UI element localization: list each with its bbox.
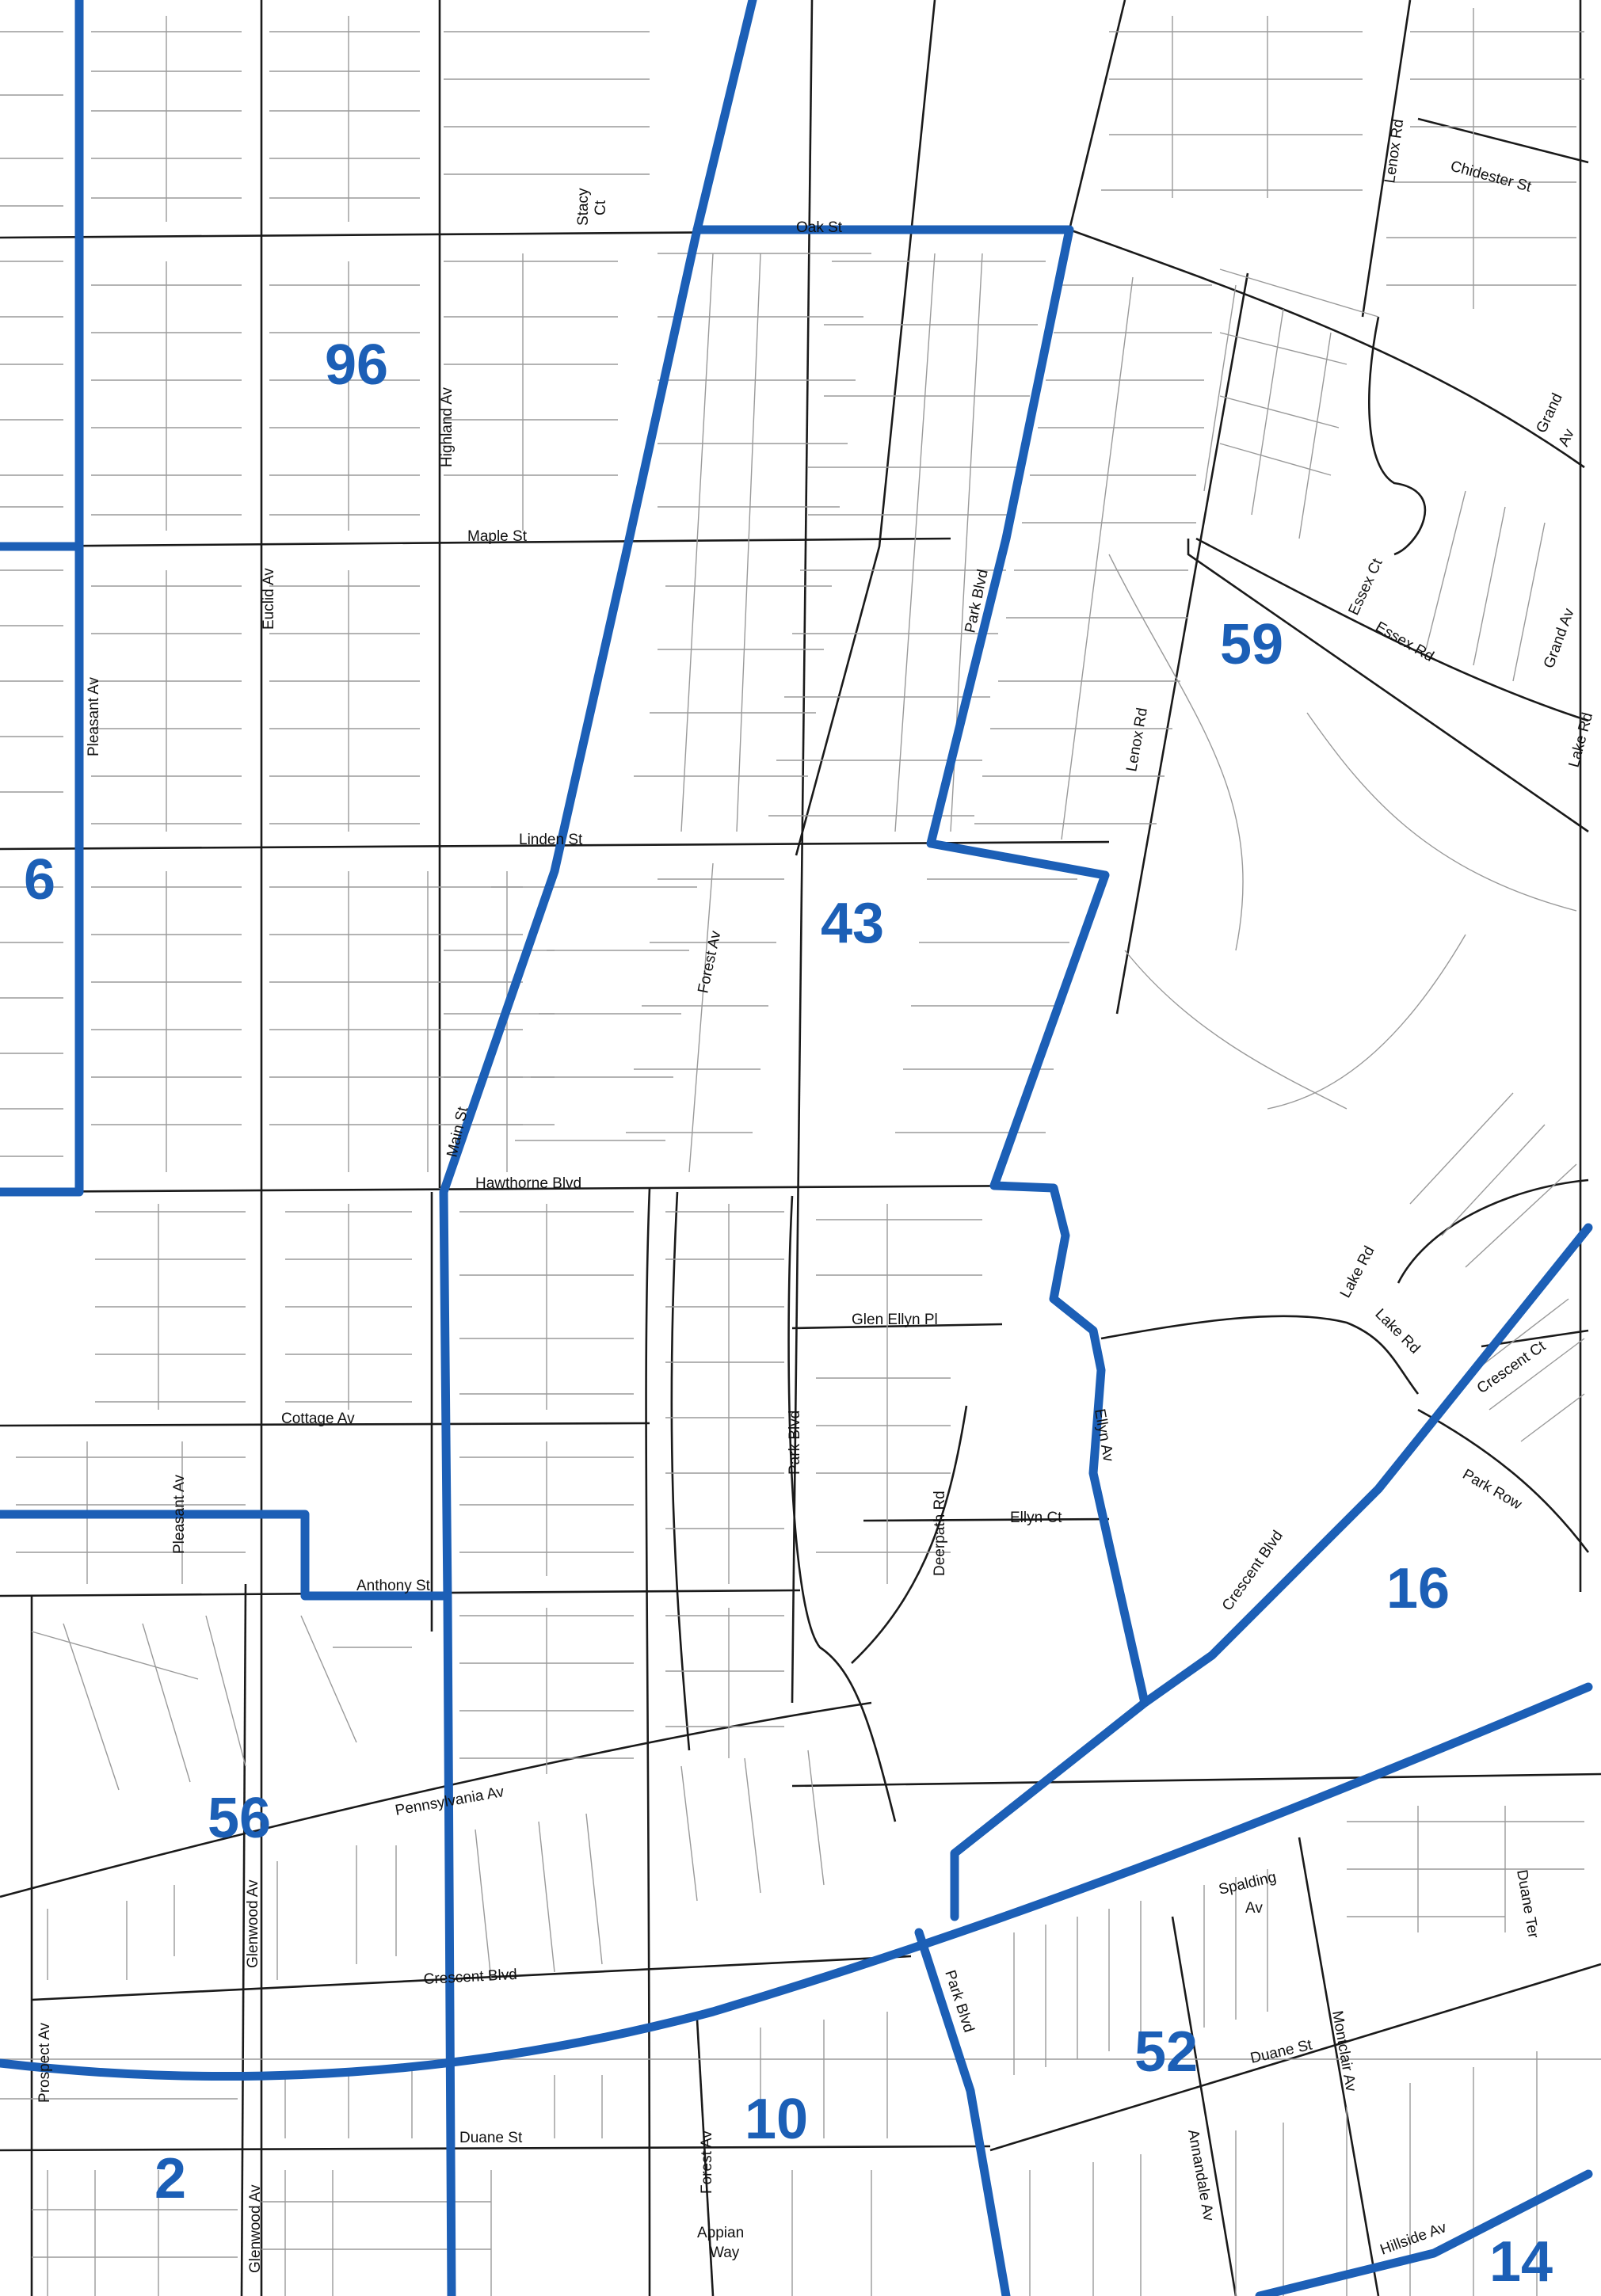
- precinct-16-label: 16: [1386, 1557, 1450, 1620]
- street-label-hawthorne-blvd: Hawthorne Blvd: [475, 1175, 581, 1192]
- street-label-maple-st: Maple St: [467, 528, 528, 545]
- street-label-essex-ct: Essex Ct: [1345, 556, 1386, 618]
- street-label-essex-rd: Essex Rd: [1373, 619, 1437, 665]
- street-label-lake-rd-1: Lake Rd: [1337, 1243, 1378, 1300]
- street-labels: Oak St Maple St Linden St Hawthorne Blvd…: [36, 118, 1596, 2273]
- precinct-59-label: 59: [1220, 613, 1283, 676]
- street-label-stacy: Stacy: [575, 188, 592, 226]
- street-label-spalding-av: Av: [1245, 1900, 1263, 1917]
- boundary-west-vertical: [0, 542, 84, 1197]
- street-label-chidester-st: Chidester St: [1449, 158, 1534, 196]
- street-label-lake-rd-2: Lake Rd: [1371, 1306, 1423, 1357]
- street-label-pleasant-av-north: Pleasant Av: [86, 676, 102, 756]
- street-label-deerpath-rd: Deerpath Rd: [932, 1491, 948, 1576]
- boundary-main-st: [439, 0, 757, 2296]
- street-label-oak-st: Oak St: [796, 219, 843, 236]
- street-label-annandale-av: Annandale Av: [1184, 2128, 1217, 2222]
- street-label-glenwood-av-north: Glenwood Av: [245, 1879, 261, 1968]
- street-label-prospect-av: Prospect Av: [36, 2022, 53, 2103]
- boundary-hillside: [1255, 2169, 1593, 2296]
- street-label-ellyn-ct: Ellyn Ct: [1010, 1510, 1062, 1526]
- street-label-glen-ellyn-pl: Glen Ellyn Pl: [852, 1312, 938, 1328]
- street-label-lake-rd-east: Lake Rd: [1566, 710, 1597, 769]
- precinct-labels: 96 59 6 43 16 56 52 10 2 14: [24, 333, 1553, 2294]
- precinct-2-label: 2: [154, 2147, 186, 2210]
- street-label-linden-st: Linden St: [519, 832, 583, 848]
- boundary-anthony: [0, 1510, 448, 1601]
- boundary-west: [0, 0, 84, 551]
- boundary-park-south: [950, 1698, 1149, 1921]
- street-label-park-blvd-mid: Park Blvd: [787, 1411, 803, 1475]
- street-label-crescent-blvd-south: Crescent Blvd: [423, 1967, 517, 1988]
- precinct-43-label: 43: [821, 892, 884, 955]
- street-label-grand-av: Av: [1555, 426, 1577, 449]
- precinct-56-label: 56: [208, 1787, 271, 1850]
- boundary-park-blvd-south: [914, 1928, 1011, 2296]
- street-label-forest-av-south: Forest Av: [699, 2130, 715, 2194]
- boundary-oak-park: [692, 225, 1593, 1708]
- street-label-glenwood-av-south: Glenwood Av: [247, 2184, 264, 2273]
- precinct-6-label: 6: [24, 848, 55, 912]
- street-label-stacy-ct: Ct: [593, 200, 609, 215]
- street-label-park-row: Park Row: [1460, 1466, 1525, 1514]
- street-label-lenox-rd-north: Lenox Rd: [1382, 118, 1407, 184]
- street-label-montclair-av: Montclair Av: [1328, 2009, 1359, 2093]
- precinct-10-label: 10: [745, 2088, 808, 2151]
- street-label-highland-av: Highland Av: [439, 386, 456, 467]
- street-label-appian-way: Way: [710, 2245, 740, 2261]
- street-label-spalding: Spalding: [1217, 1869, 1278, 1898]
- precinct-96-label: 96: [325, 333, 388, 397]
- street-label-duane-st-west: Duane St: [459, 2130, 523, 2146]
- street-label-euclid-av: Euclid Av: [261, 568, 277, 630]
- street-label-anthony-st: Anthony St: [356, 1578, 431, 1594]
- boundary-rail: [0, 1682, 1593, 2081]
- street-label-cottage-av: Cottage Av: [281, 1411, 355, 1427]
- street-label-duane-ter: Duane Ter: [1513, 1868, 1542, 1940]
- street-label-crescent-blvd-diag: Crescent Blvd: [1219, 1528, 1287, 1614]
- precinct-52-label: 52: [1134, 2020, 1198, 2084]
- street-label-grand-av-east: Grand Av: [1541, 606, 1578, 671]
- precinct-14-label: 14: [1489, 2230, 1553, 2294]
- street-label-pleasant-av-south: Pleasant Av: [171, 1474, 188, 1554]
- street-label-lenox-rd-mid: Lenox Rd: [1123, 706, 1151, 773]
- street-label-appian: Appian: [697, 2225, 744, 2241]
- parcel-lots: [0, 8, 1601, 2296]
- street-label-forest-av-north: Forest Av: [695, 929, 724, 995]
